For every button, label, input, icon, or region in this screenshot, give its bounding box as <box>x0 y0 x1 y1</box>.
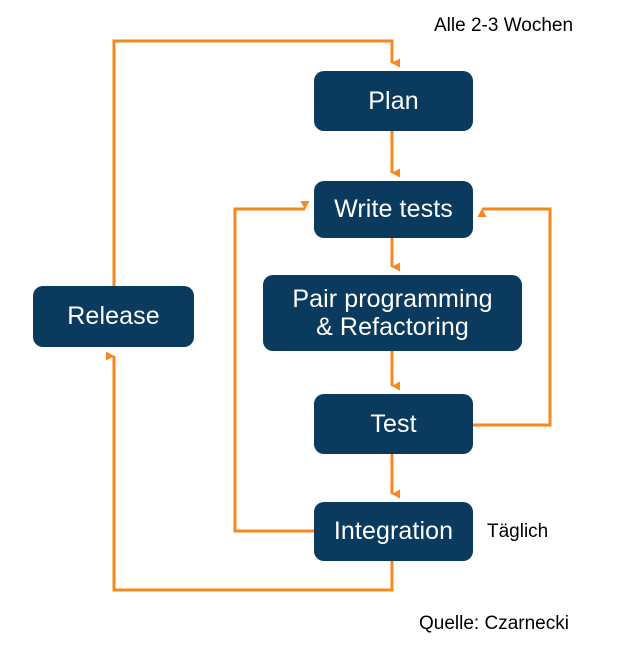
node-write-tests-label: Write tests <box>334 195 453 224</box>
node-release[interactable]: Release <box>33 286 194 347</box>
node-integration[interactable]: Integration <box>314 502 473 561</box>
caption-daily-cadence: Täglich <box>487 521 549 542</box>
node-plan[interactable]: Plan <box>314 71 473 131</box>
caption-iteration-cadence: Alle 2-3 Wochen <box>434 15 574 36</box>
caption-source-attribution: Quelle: Czarnecki <box>419 613 569 634</box>
node-pair-programming-refactoring[interactable]: Pair programming & Refactoring <box>263 275 522 351</box>
node-integration-label: Integration <box>333 517 454 546</box>
node-release-label: Release <box>67 302 160 331</box>
node-test[interactable]: Test <box>314 394 473 454</box>
edge-release-to-plan <box>112 39 400 286</box>
edge-test-to-write-tests <box>473 207 552 427</box>
node-test-label: Test <box>370 409 417 438</box>
edge-integration-to-release <box>106 351 394 592</box>
edge-integration-to-write-tests <box>233 201 314 533</box>
node-write-tests[interactable]: Write tests <box>314 181 473 238</box>
node-pair-programming-refactoring-label: Pair programming & Refactoring <box>292 284 493 342</box>
node-plan-label: Plan <box>368 86 419 115</box>
